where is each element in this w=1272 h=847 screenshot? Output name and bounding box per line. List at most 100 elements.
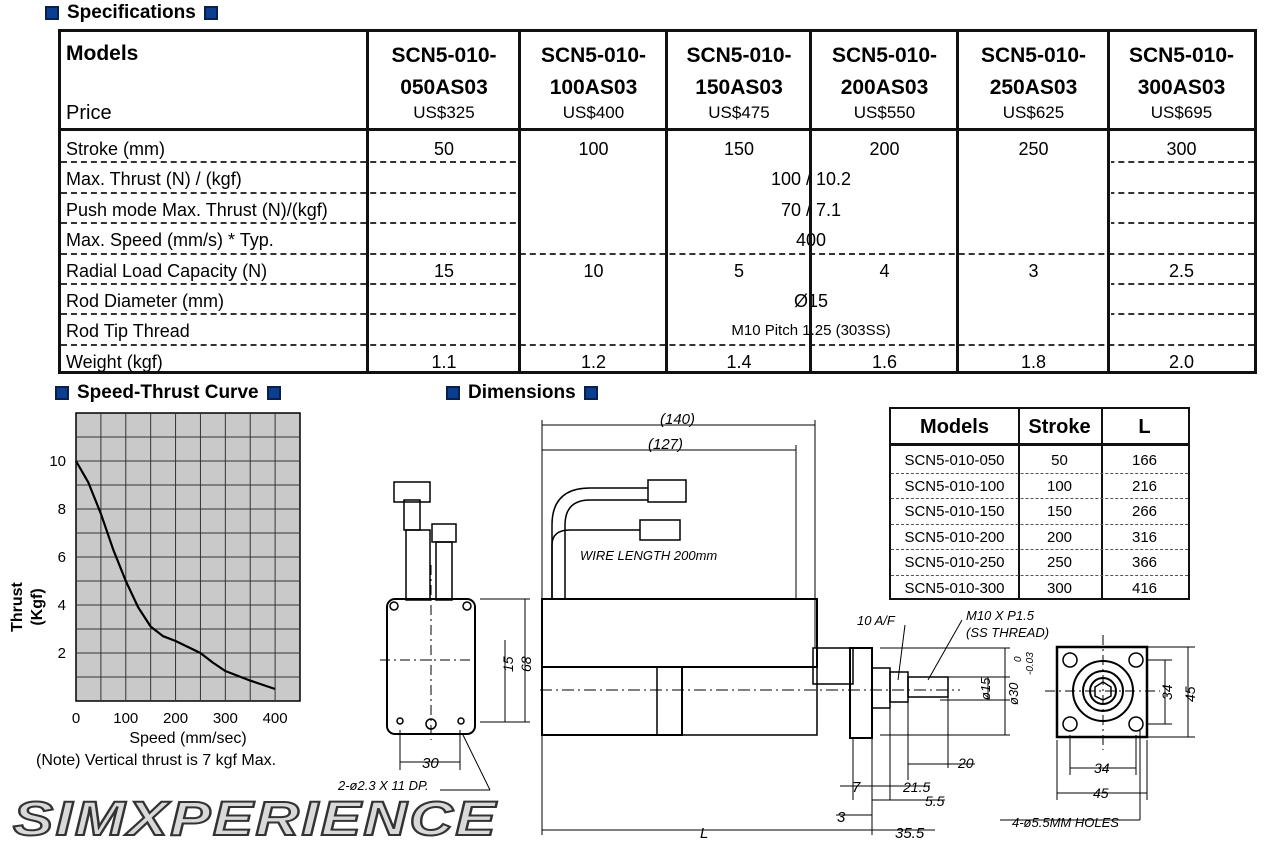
spec-cell: 3 — [1028, 260, 1039, 281]
dims-cell: 200 — [1046, 528, 1073, 546]
spec-row-label: Max. Speed (mm/s) * Typ. — [66, 230, 274, 251]
simxperience-logo: SIMXPERIENCE — [12, 792, 498, 844]
bullet-square-icon — [266, 386, 281, 400]
mounting-hole — [1062, 716, 1078, 732]
holes-callout-2: 4-ø5.5MM HOLES — [1012, 815, 1119, 830]
model-name-line1: SCN5-010- — [540, 44, 647, 67]
dims-cell: SCN5-010-200 — [904, 528, 1005, 546]
y-tick-label: 4 — [58, 597, 66, 614]
chart-note: (Note) Vertical thrust is 7 kgf Max. — [36, 752, 276, 769]
speed-thrust-header: Speed-Thrust Curve — [55, 382, 281, 404]
dims-cell: 266 — [1131, 503, 1158, 521]
dims-cell: SCN5-010-300 — [904, 580, 1005, 597]
rod-tip — [889, 671, 909, 703]
column-divider — [366, 32, 369, 371]
span-cover — [517, 161, 1111, 190]
spec-cell: 2.0 — [1168, 351, 1195, 372]
row-divider — [891, 498, 1188, 500]
dim-30: 30 — [422, 755, 439, 772]
spec-row-label: Rod Tip Thread — [66, 321, 190, 342]
dim-68: 68 — [518, 656, 534, 672]
actuator-body-top — [541, 598, 818, 668]
holes-callout-1: 2-ø2.3 X 11 DP. — [337, 778, 429, 793]
dim-45-horizontal: 45 — [1093, 785, 1109, 801]
spec-cell: 100 — [578, 139, 609, 159]
mounting-hole — [1128, 716, 1144, 732]
screw-hole — [462, 601, 472, 611]
y-tick-label: 8 — [58, 501, 66, 518]
dims-cell: 416 — [1131, 580, 1158, 597]
cable — [435, 541, 453, 601]
spec-cell: 1.6 — [871, 351, 898, 372]
screw-hole — [396, 717, 404, 725]
y-axis-label: Thrust — [9, 581, 26, 631]
bullet-square-icon — [45, 6, 59, 20]
thrust-curve — [75, 460, 276, 691]
x-axis-label: Speed (mm/sec) — [129, 730, 246, 747]
model-name: SCN5-010- 250AS03 — [958, 40, 1109, 104]
dims-header-cell: Models — [920, 415, 989, 438]
bullet-square-icon — [55, 386, 69, 400]
model-name-line2: 150AS03 — [695, 76, 783, 99]
dim-L: L — [700, 825, 708, 842]
dim-35-5: 35.5 — [895, 825, 925, 842]
spec-cell: 200 — [869, 139, 900, 159]
dim-140: (140) — [660, 411, 695, 428]
bullet-square-icon — [583, 386, 598, 400]
column-divider — [665, 32, 668, 371]
y-tick-label: 6 — [58, 549, 66, 566]
wire-length-label: WIRE LENGTH 200mm — [580, 548, 717, 563]
bullet-square-icon — [203, 6, 218, 20]
y-tick-label: 2 — [58, 645, 66, 662]
model-name-line2: 250AS03 — [989, 76, 1078, 99]
screw-hole — [389, 601, 399, 611]
dims-cell: SCN5-010-150 — [904, 503, 1005, 521]
table-header-row — [61, 32, 1254, 131]
connector — [647, 479, 687, 503]
span-cover — [517, 313, 1111, 342]
dims-cell: 216 — [1131, 477, 1158, 495]
spec-cell: 1.1 — [431, 351, 457, 372]
dims-cell: 366 — [1131, 554, 1158, 572]
model-name: SCN5-010- 100AS03 — [520, 40, 667, 104]
spec-cell: 15 — [433, 260, 455, 281]
dim-34-horizontal: 34 — [1094, 760, 1110, 776]
spec-row — [61, 222, 1254, 255]
spec-cell: 50 — [433, 139, 455, 159]
y-tick-label: 10 — [49, 453, 66, 470]
dims-cell: 166 — [1131, 452, 1158, 469]
spec-row-label: Push mode Max. Thrust (N)/(kgf) — [66, 199, 328, 220]
column-divider — [956, 32, 959, 371]
specifications-header: Specifications — [45, 2, 218, 24]
model-name: SCN5-010-300AS03 — [1109, 40, 1254, 104]
spec-cell: 150 — [723, 139, 755, 159]
x-tick-label: 0 — [72, 710, 80, 727]
model-name-line2: 100AS03 — [549, 76, 638, 99]
row-divider — [891, 472, 1188, 475]
spec-cell: 4 — [879, 260, 890, 281]
dim-7: 7 — [852, 779, 861, 796]
model-price: US$550 — [853, 103, 916, 122]
dimensions-title: Dimensions — [468, 382, 576, 403]
dim-tolerance-0: 0 — [1013, 656, 1024, 662]
spec-row — [61, 313, 1254, 346]
dim-127: (127) — [648, 436, 683, 453]
dims-cell: 100 — [1046, 477, 1073, 495]
actuator-body-lower-right — [656, 666, 818, 736]
spec-row-label: Radial Load Capacity (N) — [66, 260, 268, 281]
dim-20: 20 — [957, 755, 974, 771]
cable-lower — [551, 529, 640, 600]
bullet-square-icon — [446, 386, 460, 400]
models-label: Models — [66, 42, 139, 65]
dims-cell: SCN5-010-250 — [904, 554, 1005, 572]
logo-text: SIMXPERIENCE — [13, 793, 498, 844]
spec-cell: 1.8 — [1020, 351, 1047, 372]
af-label: 10 A/F — [857, 613, 896, 628]
flange-end-view — [1055, 645, 1149, 739]
model-name-line2: 200AS03 — [840, 76, 929, 99]
model-name-line1: SCN5-010- — [980, 44, 1087, 67]
dims-cell: 316 — [1131, 528, 1158, 546]
x-tick-label: 200 — [163, 710, 188, 727]
y-axis-unit: (Kgf) — [29, 588, 46, 625]
